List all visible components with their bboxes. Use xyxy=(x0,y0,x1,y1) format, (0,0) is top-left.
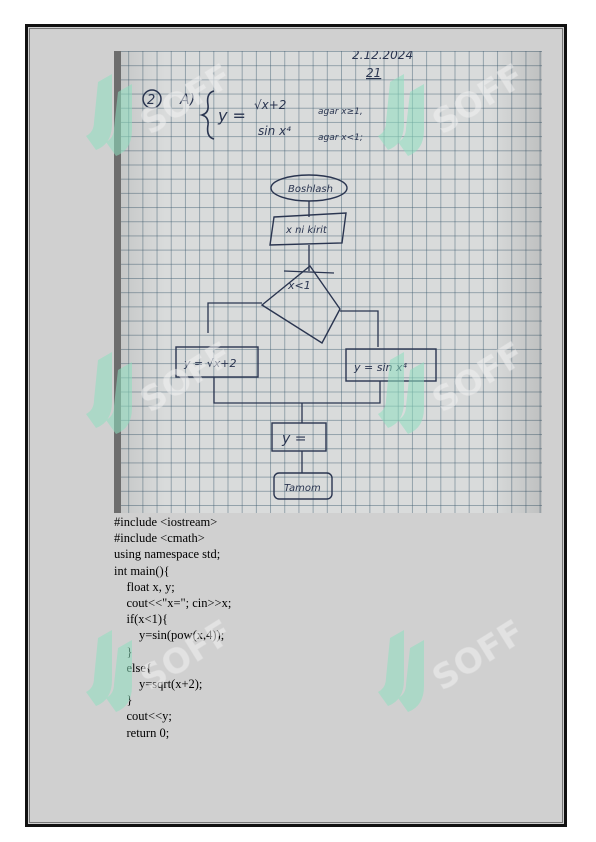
formula-case1-cond: agar x≥1, xyxy=(318,107,363,117)
input-box xyxy=(269,212,347,246)
code-line: return 0; xyxy=(114,725,170,740)
left-process-label: y = √x+2 xyxy=(183,357,236,370)
code-line: } xyxy=(114,692,534,708)
end-box xyxy=(273,472,333,500)
code-line: #include <cmath> xyxy=(114,531,205,546)
code-line: #include <iostream> xyxy=(114,515,218,529)
code-line: if(x<1){ xyxy=(114,612,169,627)
sheet-number: 21 xyxy=(366,66,381,80)
date-text: 2.12.2024 xyxy=(352,51,413,62)
code-line: using namespace std; xyxy=(114,547,221,562)
watermark-logo: SOFF xyxy=(368,56,532,172)
end-label: Tamom xyxy=(284,483,321,494)
code-line: y=sqrt(x+2); xyxy=(114,677,203,692)
task-letter: A) xyxy=(179,92,195,108)
svg-text:SOFF: SOFF xyxy=(133,56,239,143)
watermark-logo: SOFF xyxy=(76,334,240,450)
decision-diamond xyxy=(260,264,341,344)
watermark-logo: SOFF xyxy=(76,56,240,172)
left-process-box xyxy=(175,346,259,378)
brace-shape xyxy=(199,90,215,140)
watermark-logo: SOFF xyxy=(76,612,240,728)
formula-lhs: y = xyxy=(217,106,246,125)
code-line: cout<<"x="; cin>>x; xyxy=(114,596,232,611)
task-number: 2 xyxy=(147,93,155,108)
code-listing: #include <iostream> #include <cmath>using… xyxy=(114,514,534,741)
svg-text:SOFF: SOFF xyxy=(425,56,531,143)
input-label: x ni kirit xyxy=(285,225,328,236)
output-box xyxy=(271,422,327,452)
decision-label: x<1 xyxy=(287,279,311,292)
notebook-photo: 2.12.2024 21 2 A) y = √x+2 agar x≥1, sin… xyxy=(114,51,542,513)
svg-text:SOFF: SOFF xyxy=(425,612,531,699)
code-line: y=sin(pow(x,4)); xyxy=(114,628,225,643)
code-line: int main(){ xyxy=(114,563,170,578)
formula-case1-expr: √x+2 xyxy=(254,98,286,112)
code-line: else{ xyxy=(114,660,152,675)
code-line: float x, y; xyxy=(114,579,175,594)
formula-case2-cond: agar x<1; xyxy=(318,133,363,143)
task-number-circle xyxy=(142,89,162,109)
svg-text:SOFF: SOFF xyxy=(425,334,531,421)
formula-case2-expr: sin x⁴ xyxy=(258,124,291,138)
code-line: cout<<y; xyxy=(114,709,172,724)
start-label: Boshlash xyxy=(288,184,333,195)
watermark-logo: SOFF xyxy=(368,612,532,728)
output-label: y = xyxy=(281,431,306,447)
svg-text:SOFF: SOFF xyxy=(133,334,239,421)
watermark-logo: SOFF xyxy=(368,334,532,450)
svg-text:SOFF: SOFF xyxy=(133,612,239,699)
